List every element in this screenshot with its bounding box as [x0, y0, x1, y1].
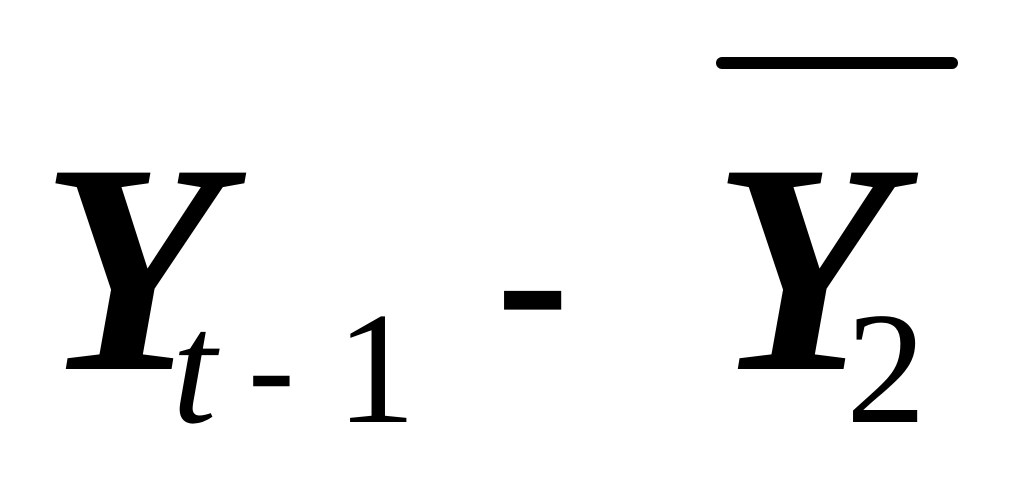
overbar-mean	[716, 57, 958, 69]
subscript-one: 1	[336, 279, 416, 457]
subscript-minus: -	[248, 290, 295, 445]
subscript-t: t	[172, 279, 217, 457]
subscript-two: 2	[846, 279, 926, 457]
minus-operator: -	[496, 156, 570, 400]
variable-y-bar: Y	[712, 102, 896, 434]
variable-y: Y	[40, 102, 224, 434]
